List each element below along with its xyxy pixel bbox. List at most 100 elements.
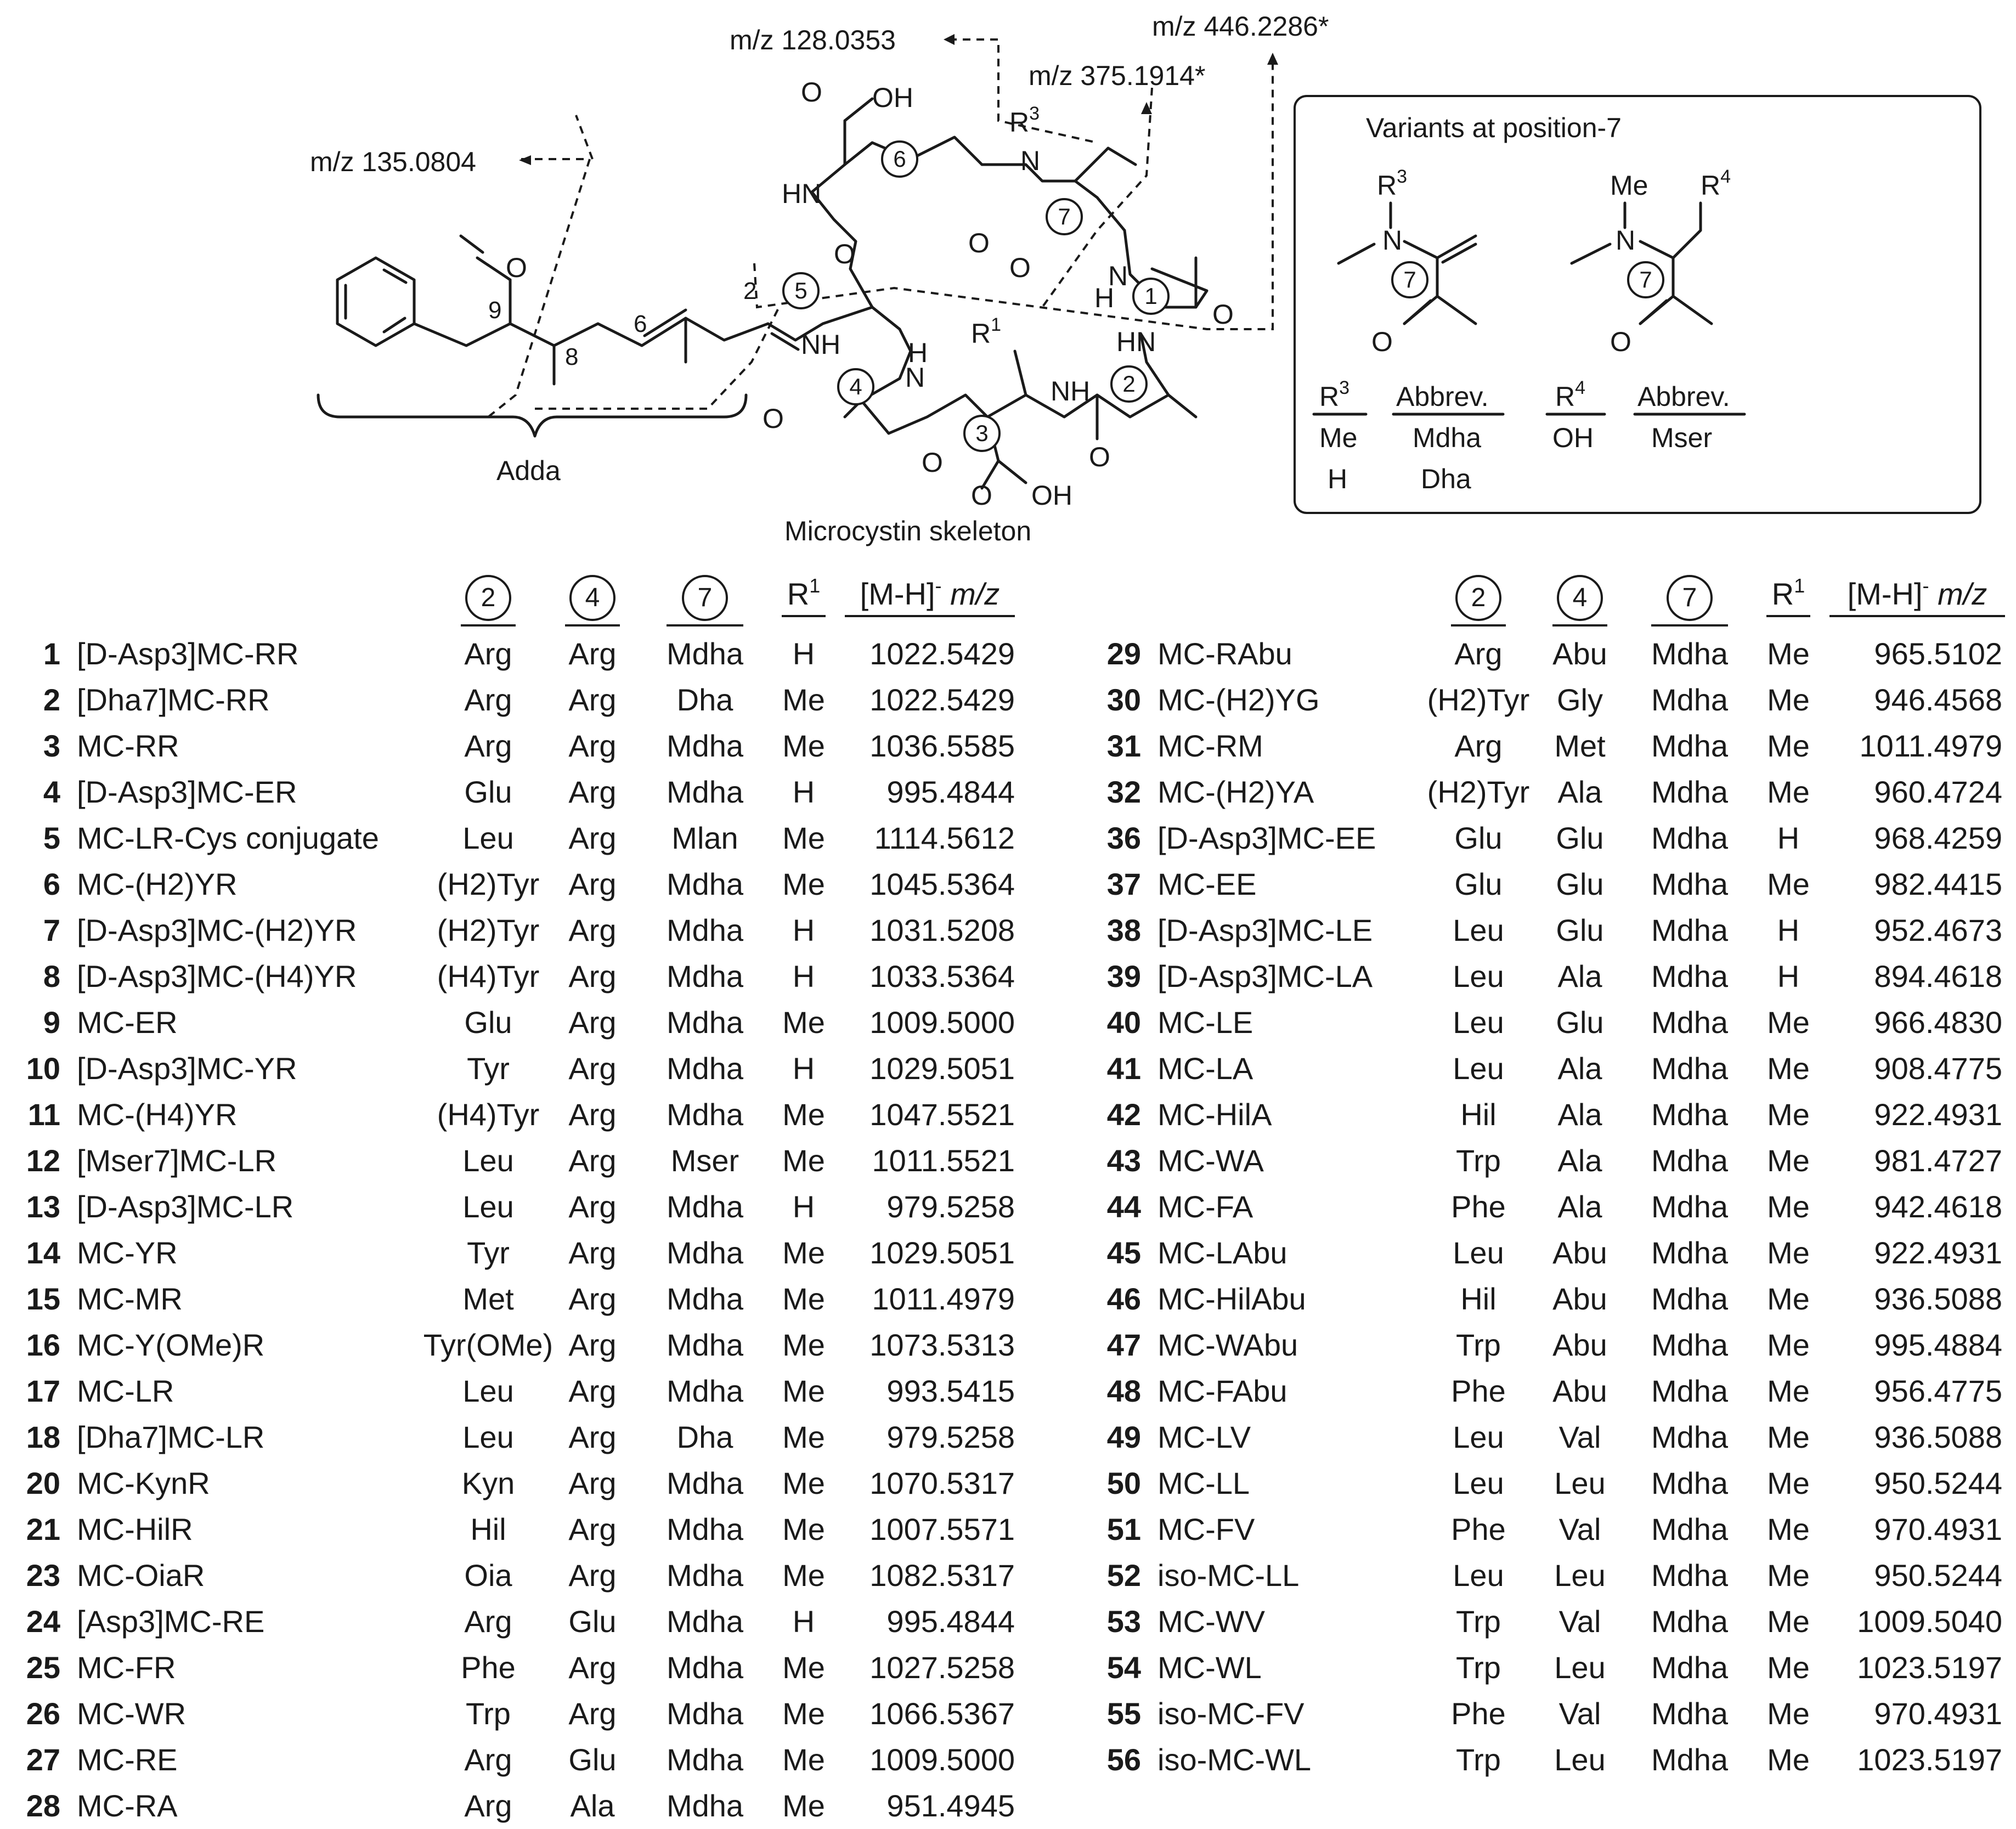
compound-number: 28 [26,1788,60,1823]
mass-mz: 979.5258 [886,1189,1015,1224]
compound-number: 9 [43,1005,60,1040]
mass-mz: 1114.5612 [874,821,1015,855]
residue-position-7: Mdha [1651,1097,1729,1132]
compound-name: MC-(H4)YR [77,1097,238,1132]
compound-number: 56 [1106,1742,1141,1777]
svg-text:3: 3 [975,420,988,446]
locant-9: 9 [488,297,501,324]
mass-mz: 942.4618 [1874,1189,2002,1224]
compound-name: iso-MC-FV [1157,1696,1305,1731]
compound-number: 43 [1106,1143,1141,1178]
compound-name: MC-MR [77,1282,183,1316]
residue-position-7: Mdha [666,1282,744,1316]
r1-substituent: Me [1767,867,1810,901]
r1-substituent: Me [1767,1235,1810,1270]
residue-position-7: Mdha [1651,959,1729,993]
residue-position-4: Ala [1557,1051,1602,1086]
compound-number: 50 [1106,1466,1141,1500]
compound-number: 30 [1106,682,1141,717]
compound-name: MC-Y(OMe)R [77,1328,265,1362]
variant-left-r3: R3 [1377,166,1407,201]
mass-mz: 908.4775 [1874,1051,2002,1086]
residue-position-7: Mdha [666,729,744,763]
svg-text:5: 5 [794,278,807,303]
atom-hn-1: HN [1116,326,1156,357]
atom-n-3: N [905,362,925,393]
residue-position-4: Abu [1552,1282,1607,1316]
r1-substituent: Me [1767,1558,1810,1593]
residue-position-4: Arg [568,867,617,901]
mass-mz: 1011.5521 [872,1143,1015,1178]
r1-substituent: Me [782,1466,825,1500]
r1-substituent: H [1777,821,1800,855]
residue-position-4: Abu [1552,1328,1607,1362]
compound-number: 7 [43,913,60,947]
compound-number: 23 [26,1558,60,1593]
svg-text:2: 2 [1122,371,1135,397]
residue-position-2: Arg [464,1788,512,1823]
residue-position-4: Val [1558,1604,1601,1639]
residue-position-4: Arg [568,682,617,717]
compound-name: MC-HilAbu [1157,1282,1306,1316]
mass-mz: 1027.5258 [869,1650,1015,1685]
r1-substituent: Me [1767,1005,1810,1040]
compound-name: [D-Asp3]MC-YR [77,1051,297,1086]
mass-mz: 1022.5429 [869,682,1015,717]
mass-mz: 956.4775 [1874,1374,2002,1408]
residue-position-4: Glu [1556,913,1604,947]
compound-name: MC-FV [1157,1512,1255,1546]
variant-right-me: Me [1610,170,1648,201]
mass-mz: 936.5088 [1874,1420,2002,1454]
residue-position-2: Glu [464,1005,512,1040]
residue-position-4: Arg [568,775,617,809]
svg-text:1: 1 [1144,283,1157,309]
residue-position-4: Arg [568,1558,617,1593]
residue-position-2: Leu [462,821,514,855]
compound-number: 37 [1106,867,1141,901]
compound-number: 27 [26,1742,60,1777]
compound-name: MC-KynR [77,1466,210,1500]
mass-mz: 1029.5051 [869,1051,1015,1086]
r1-substituent: H [1777,959,1800,993]
residue-position-4: Arg [568,636,617,671]
mass-mz: 968.4259 [1874,821,2002,855]
mass-mz: 1011.4979 [1859,729,2002,763]
residue-position-2: Oia [464,1558,512,1593]
mass-mz: 960.4724 [1874,775,2002,809]
variant-right-row1-abbrev: Mser [1651,422,1712,453]
mass-mz: 1047.5521 [869,1097,1015,1132]
atom-n-7: N [1020,145,1040,176]
variant-right-o: O [1610,326,1631,357]
mass-mz: 951.4945 [886,1788,1015,1823]
r1-substituent: H [792,636,815,671]
residue-position-7: Mlan [671,821,738,855]
r1-substituent: Me [1767,1374,1810,1408]
residue-position-2: (H2)Tyr [437,867,540,901]
residue-position-2: Leu [1453,1051,1504,1086]
residue-position-4: Val [1558,1512,1601,1546]
adda-label: Adda [496,455,561,486]
residue-position-2: Phe [461,1650,516,1685]
macrocycle-bonds [810,97,1209,490]
compound-number: 21 [26,1512,60,1546]
mass-mz: 1023.5197 [1857,1742,2002,1777]
r1-substituent: Me [1767,1051,1810,1086]
mass-mz: 970.4931 [1874,1512,2002,1546]
compound-number: 40 [1106,1005,1141,1040]
r1-substituent: Me [1767,729,1810,763]
residue-position-2: Leu [1453,1235,1504,1270]
fragment-arrow-heads [519,34,1278,165]
compound-name: MC-LL [1157,1466,1250,1500]
variant-left-row1-r: Me [1319,422,1357,453]
